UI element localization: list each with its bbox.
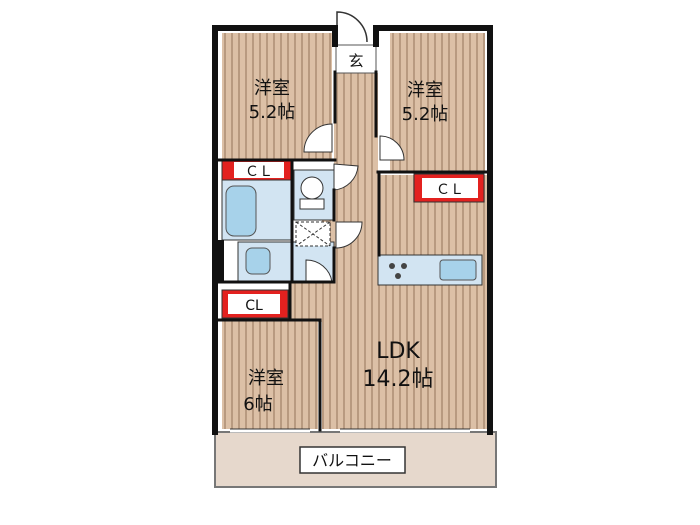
room-ldk	[322, 175, 487, 429]
washbasin	[245, 247, 271, 275]
balcony-label: バルコニー	[312, 451, 392, 470]
door-swing	[303, 123, 333, 153]
balcony-label-box	[299, 446, 406, 474]
entrance-area	[335, 44, 377, 74]
closet-left-lower-label: CL	[245, 298, 263, 314]
room-label-western-topright-name: 洋室	[407, 80, 443, 101]
room-western-bottom	[222, 320, 318, 429]
entry-door-swing	[336, 11, 368, 43]
kitchen-sink	[439, 259, 477, 281]
room-label-ldk-name: LDK	[376, 339, 420, 364]
toilet-bowl	[300, 176, 324, 200]
room-label-ldk-size: 14.2帖	[363, 367, 434, 392]
stove-burner	[395, 273, 401, 279]
closet-left-upper-label: ＣＬ	[245, 164, 273, 180]
walls	[212, 25, 493, 435]
toilet-tank	[299, 198, 325, 210]
door-swing	[379, 135, 405, 161]
room-label-western-bottom-size: 6帖	[243, 394, 272, 415]
room-label-western-topright-size: 5.2帖	[402, 104, 449, 125]
closet-right-label: ＣＬ	[436, 182, 464, 198]
door-swing	[335, 221, 363, 249]
stove-burner	[401, 263, 407, 269]
bathtub	[225, 185, 257, 237]
room-label-western-topleft-size: 5.2帖	[249, 102, 296, 123]
room-label-western-topleft-name: 洋室	[254, 78, 290, 99]
wall-column	[212, 240, 224, 282]
room-label-western-bottom-name: 洋室	[248, 368, 284, 389]
entrance-label: 玄	[348, 52, 363, 70]
stove-burner	[389, 263, 395, 269]
room-western-topright	[390, 33, 485, 173]
